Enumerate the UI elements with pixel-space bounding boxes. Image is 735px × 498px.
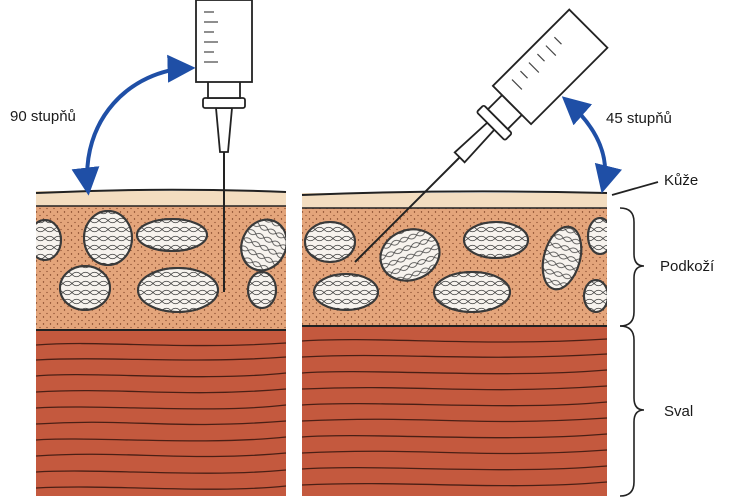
angle-arrow-45 <box>566 100 605 188</box>
muscle-layer-right <box>302 326 607 498</box>
angle-label-90: 90 stupňů <box>10 108 76 125</box>
angle-arrow-90 <box>87 68 190 190</box>
subcutis-brace <box>620 208 644 326</box>
skin-layer-right <box>302 193 607 208</box>
subcutis-label: Podkoží <box>660 258 715 275</box>
skin-label: Kůže <box>664 172 698 189</box>
skin-layer-left <box>36 191 286 206</box>
muscle-brace <box>620 326 644 496</box>
skin-block-left <box>29 191 295 498</box>
skin-pointer-line <box>612 182 658 195</box>
skin-block-right <box>302 193 612 498</box>
muscle-label: Sval <box>664 403 693 420</box>
angle-label-45: 45 stupňů <box>606 110 672 127</box>
